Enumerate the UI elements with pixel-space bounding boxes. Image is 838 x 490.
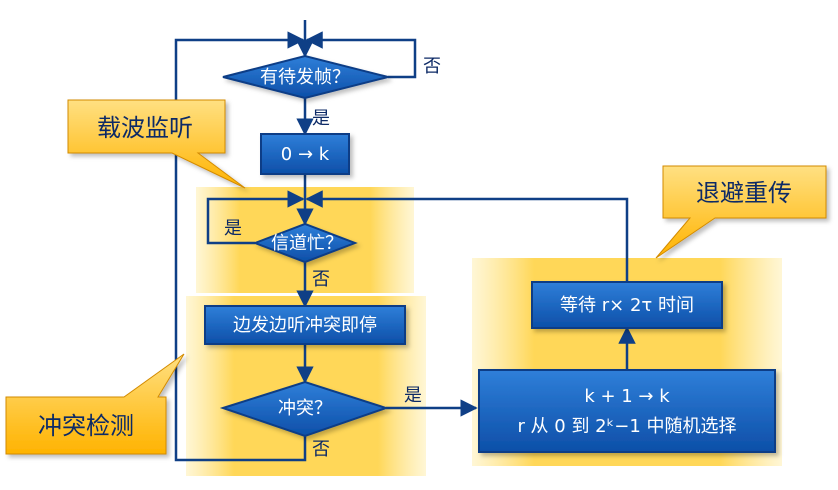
no-label-top: 否 xyxy=(423,56,441,77)
increment-line2: r 从 0 到 2ᵏ−1 中随机选择 xyxy=(517,416,736,437)
channel-busy-decision: 信道忙？ xyxy=(252,222,358,264)
wait-text: 等待 r× 2τ 时间 xyxy=(560,295,694,316)
send-listen-text: 边发边听冲突即停 xyxy=(233,315,377,336)
increment-line1: k + 1 → k xyxy=(584,386,670,407)
connectors xyxy=(174,20,636,462)
set-k-text: 0 → k xyxy=(281,144,330,165)
collision-text: 冲突？ xyxy=(278,398,332,419)
backoff-text: 退避重传 xyxy=(696,179,792,207)
no-label-busy: 否 xyxy=(312,269,330,290)
collision-detect-callout: 冲突检测 xyxy=(5,353,185,455)
carrier-sense-text: 载波监听 xyxy=(97,114,193,142)
wait-process: 等待 r× 2τ 时间 xyxy=(531,281,723,329)
channel-busy-text: 信道忙？ xyxy=(271,233,343,254)
backoff-callout: 退避重传 xyxy=(655,165,827,259)
send-listen-process: 边发边听冲突即停 xyxy=(204,305,406,345)
yes-label-top: 是 xyxy=(312,108,330,129)
no-label-collision: 否 xyxy=(312,439,330,460)
set-k-process: 0 → k xyxy=(260,133,350,175)
increment-process: k + 1 → k r 从 0 到 2ᵏ−1 中随机选择 xyxy=(478,369,776,453)
yes-label-collision: 是 xyxy=(404,385,422,406)
carrier-sense-callout: 载波监听 xyxy=(67,99,246,189)
has-frame-decision: 有待发帧？ xyxy=(222,54,389,100)
yes-label-busy: 是 xyxy=(224,218,242,239)
collision-decision: 冲突？ xyxy=(219,380,390,438)
has-frame-text: 有待发帧？ xyxy=(260,67,350,88)
collision-detect-text: 冲突检测 xyxy=(38,412,134,440)
